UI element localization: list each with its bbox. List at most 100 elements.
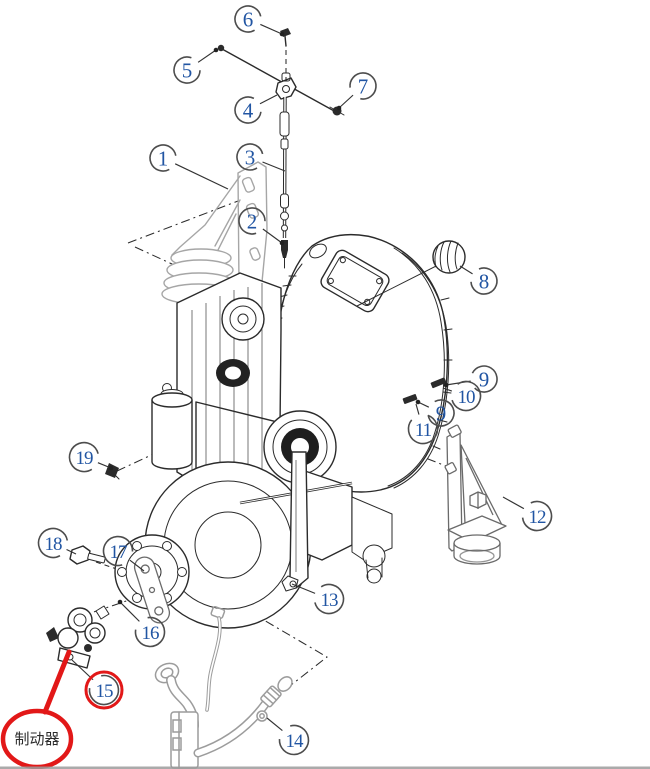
callout-leader-line	[262, 161, 286, 172]
callout-16: 16	[117, 599, 166, 648]
callout-ring	[278, 724, 310, 756]
callout-leader-line	[259, 94, 278, 105]
callout-leader-line	[71, 659, 94, 681]
callout-1: 1	[149, 144, 229, 190]
leader-end-dot	[108, 465, 114, 471]
callout-number: 7	[358, 75, 369, 99]
callout-number: 17	[110, 542, 128, 563]
callout-number: 12	[529, 507, 547, 528]
red-highlight-circle	[84, 670, 124, 710]
callout-ring	[37, 527, 69, 559]
callout-9: 9	[415, 399, 455, 427]
callout-number: 3	[245, 146, 256, 170]
part-guard-strip-13	[281, 451, 309, 592]
callout-number: 2	[247, 210, 258, 234]
callout-ring	[173, 56, 201, 84]
callout-number: 9	[479, 368, 490, 392]
leader-end-dot	[443, 382, 449, 388]
callout-number: 16	[142, 623, 160, 644]
leader-end-dot	[117, 599, 123, 605]
leader-end-dot	[213, 47, 219, 53]
callout-number: 8	[479, 270, 490, 294]
callout-leader-line	[459, 265, 473, 275]
callout-ring	[134, 616, 166, 648]
part-oil-pipe	[154, 606, 293, 769]
annotation-label: 制动器	[14, 731, 59, 748]
part-bolts-right-side	[402, 377, 447, 404]
callout-number: 4	[243, 99, 254, 123]
part-bolt-19	[105, 463, 120, 480]
callout-ring	[102, 535, 134, 567]
part-breather-plug	[356, 240, 466, 307]
callout-8: 8	[459, 265, 498, 295]
callout-number: 15	[96, 681, 114, 702]
callout-ring	[427, 399, 455, 427]
part-oil-filter	[151, 383, 193, 470]
callout-number: 18	[45, 534, 63, 555]
callout-15-highlighted: 15	[71, 659, 124, 710]
callout-leader-line	[174, 163, 229, 190]
callout-leader-line	[415, 403, 420, 415]
callout-ring	[471, 365, 498, 393]
part-shift-cable-linkage	[217, 28, 345, 269]
callout-leader-line	[119, 601, 140, 622]
callout-12: 12	[502, 496, 553, 532]
leader-end-dot	[336, 105, 342, 111]
callout-leader-line	[266, 717, 283, 731]
callout-6: 6	[234, 5, 285, 37]
callout-18: 18	[37, 527, 77, 559]
callout-number: 1	[158, 147, 169, 171]
callout-ring	[234, 5, 262, 33]
callout-leader-line	[260, 23, 283, 35]
leader-end-dot	[279, 240, 285, 246]
callout-leader-line	[129, 559, 145, 572]
callout-ring	[349, 72, 377, 100]
callout-13: 13	[291, 583, 345, 615]
callout-ring	[68, 441, 99, 473]
callout-ring	[149, 144, 177, 172]
callout-number: 9	[436, 402, 447, 426]
callout-leader-line	[66, 548, 77, 555]
part-transmission-main	[114, 233, 453, 629]
callout-ring	[470, 267, 498, 295]
callout-4: 4	[234, 94, 278, 124]
callout-leader-line	[97, 462, 112, 469]
callout-3: 3	[236, 143, 286, 172]
callout-14: 14	[266, 717, 310, 756]
callout-leader-line	[502, 496, 525, 510]
leader-end-dot	[415, 399, 421, 405]
callout-number: 19	[76, 448, 94, 469]
callout-number: 5	[182, 59, 193, 83]
callout-number: 6	[243, 8, 254, 32]
callout-11: 11	[407, 403, 439, 445]
callout-ring	[238, 207, 266, 235]
red-annotation: 制动器	[0, 649, 74, 769]
part-bolt-18	[69, 545, 106, 565]
callout-ring	[521, 500, 553, 532]
part-gasket-plate	[133, 556, 171, 624]
callout-number: 13	[321, 590, 339, 611]
callout-leader-line	[197, 49, 217, 63]
callout-ring	[88, 674, 120, 706]
callout-number: 14	[286, 731, 305, 752]
callout-leader-line	[291, 583, 316, 594]
callout-17: 17	[102, 535, 145, 572]
callout-19: 19	[68, 441, 114, 473]
callout-5: 5	[173, 47, 219, 84]
callout-ring	[234, 96, 262, 124]
callout-ring	[314, 583, 345, 615]
callout-leader-line	[442, 387, 453, 392]
callout-number: 10	[458, 387, 476, 408]
callout-10: 10	[442, 380, 482, 412]
callout-number: 11	[415, 420, 432, 441]
callout-ring	[236, 143, 264, 171]
callout-7: 7	[336, 72, 377, 111]
callout-leader-line	[262, 228, 283, 244]
part-mount-bracket-right	[444, 424, 507, 565]
annotation-pointer-line	[42, 649, 72, 715]
part-brake-valve	[46, 605, 110, 669]
callout-ring	[451, 380, 482, 412]
callout-leader-line	[338, 94, 354, 109]
